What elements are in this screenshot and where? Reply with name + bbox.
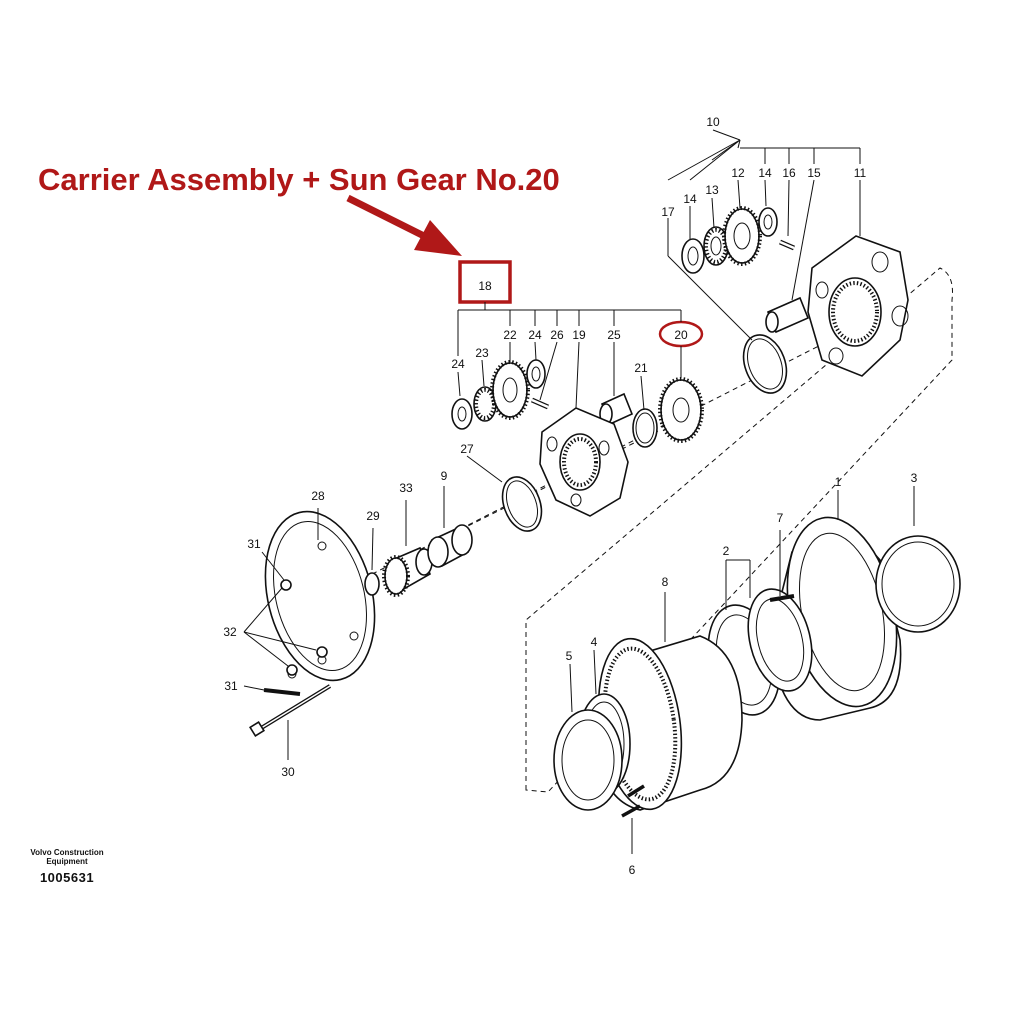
part-28-cover-plate xyxy=(264,510,376,682)
drawing-number: 1005631 xyxy=(39,870,95,885)
part-3-seal-ring xyxy=(875,535,961,633)
highlight-title: Carrier Assembly + Sun Gear No.20 xyxy=(38,162,560,197)
callout-32: 32 xyxy=(223,625,237,639)
callout-14-right: 14 xyxy=(758,166,772,180)
brand-caption: Volvo Construction Equipment xyxy=(30,848,104,866)
callout-25: 25 xyxy=(607,328,621,342)
part-22-planet-gear xyxy=(490,360,530,420)
part-14-washer-left xyxy=(681,238,705,274)
part-15-shaft xyxy=(765,296,810,334)
callout-15: 15 xyxy=(807,166,821,180)
callout-20: 20 xyxy=(674,328,688,342)
callout-9: 9 xyxy=(441,469,448,483)
callout-19: 19 xyxy=(572,328,586,342)
part-33-spline-gear xyxy=(382,546,433,597)
part-27-snap-ring xyxy=(501,476,543,532)
callout-31-upper: 31 xyxy=(247,537,261,551)
part-31-bolt-lower xyxy=(263,688,301,696)
callout-5: 5 xyxy=(566,649,573,663)
callout-29: 29 xyxy=(366,509,380,523)
callout-26: 26 xyxy=(550,328,564,342)
leaders-10-group xyxy=(667,179,861,341)
part-30-long-bolt xyxy=(249,684,332,737)
callout-13: 13 xyxy=(705,183,719,197)
part-5-floating-seal xyxy=(553,709,623,811)
leaders-cover-group xyxy=(243,486,445,760)
part-24-washer-left xyxy=(451,398,473,430)
bracket-18-leaders xyxy=(457,302,682,356)
callout-16: 16 xyxy=(782,166,796,180)
callout-11: 11 xyxy=(854,166,867,180)
callout-28: 28 xyxy=(311,489,325,503)
part-7-pin xyxy=(769,594,795,602)
callout-6: 6 xyxy=(629,863,636,877)
callout-17: 17 xyxy=(661,205,675,219)
leaders-hub-group xyxy=(569,486,915,854)
callout-31-lower: 31 xyxy=(224,679,238,693)
callout-7: 7 xyxy=(777,511,784,525)
callout-18: 18 xyxy=(478,279,492,293)
callout-24-right: 24 xyxy=(528,328,542,342)
bracket-10-leaders xyxy=(667,129,861,181)
part-14-washer-right xyxy=(758,207,778,237)
part-20-sun-gear xyxy=(658,377,704,443)
callout-12: 12 xyxy=(731,166,745,180)
highlight-arrow xyxy=(346,194,462,256)
part-11-carrier xyxy=(807,235,909,377)
callout-23: 23 xyxy=(475,346,489,360)
callout-8: 8 xyxy=(662,575,669,589)
part-6-screws xyxy=(621,784,645,818)
callout-33: 33 xyxy=(399,481,413,495)
callout-labels: 1 2 3 4 5 6 7 8 9 10 11 12 13 14 14 15 1… xyxy=(223,115,917,877)
part-26-pin xyxy=(530,397,550,410)
callout-27: 27 xyxy=(460,442,474,456)
part-16-pin xyxy=(779,239,795,251)
callout-4: 4 xyxy=(591,635,598,649)
part-32-plugs xyxy=(280,579,328,676)
callout-24-left: 24 xyxy=(451,357,465,371)
part-9-bearing xyxy=(427,524,473,568)
callout-2: 2 xyxy=(723,544,730,558)
callout-10: 10 xyxy=(706,115,720,129)
callout-21: 21 xyxy=(634,361,648,375)
part-19-carrier xyxy=(539,407,629,517)
part-29-spacer xyxy=(364,572,380,596)
callout-3: 3 xyxy=(911,471,918,485)
part-21-snap-ring xyxy=(632,408,658,448)
leaders-18-group xyxy=(457,341,682,483)
part-25-shaft xyxy=(599,392,634,426)
callout-14-left: 14 xyxy=(683,192,697,206)
part-17-snap-ring xyxy=(742,334,788,394)
callout-1: 1 xyxy=(835,475,842,489)
callout-30: 30 xyxy=(281,765,295,779)
callout-22: 22 xyxy=(503,328,517,342)
part-12-planet-gear xyxy=(722,206,762,266)
part-24-washer-right xyxy=(526,359,546,389)
